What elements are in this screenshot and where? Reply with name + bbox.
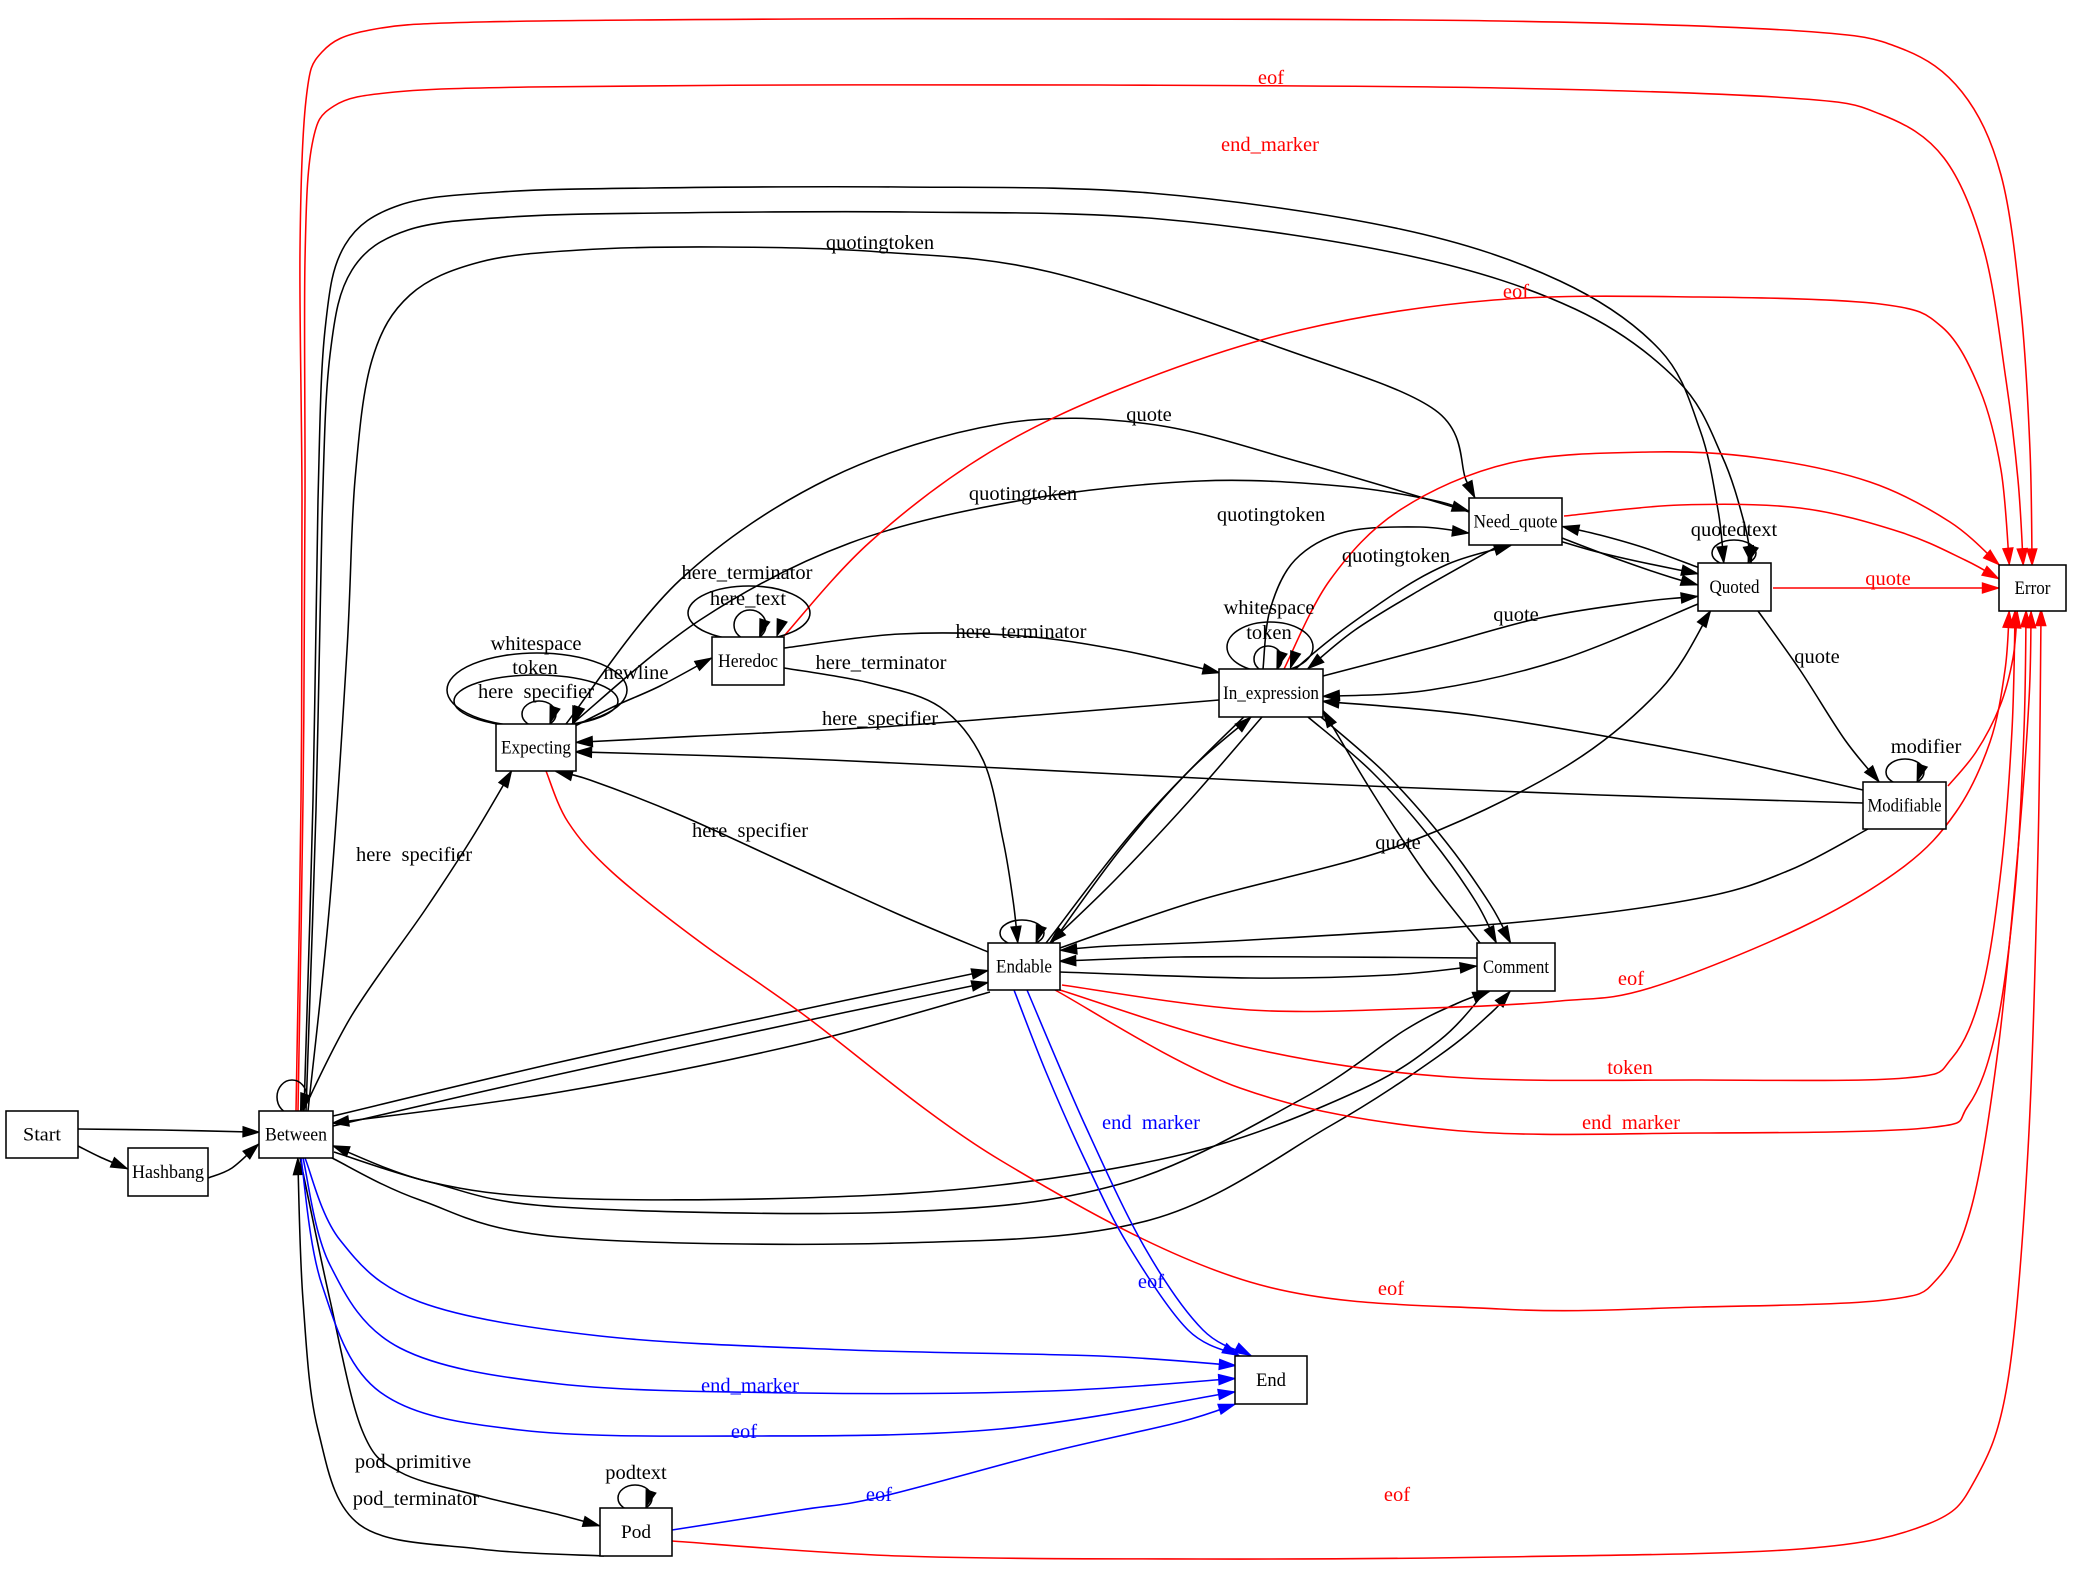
svg-text:here_specifier: here_specifier bbox=[822, 708, 938, 730]
svg-text:eof: eof bbox=[1384, 1484, 1410, 1506]
svg-text:podtext: podtext bbox=[605, 1462, 667, 1484]
svg-text:eof: eof bbox=[1378, 1278, 1404, 1300]
svg-text:token: token bbox=[512, 657, 558, 679]
svg-text:quote: quote bbox=[1493, 604, 1539, 626]
svg-text:here_terminator: here_terminator bbox=[682, 562, 813, 584]
svg-text:whitespace: whitespace bbox=[490, 633, 581, 655]
svg-text:quote: quote bbox=[1126, 404, 1172, 426]
svg-text:Heredoc: Heredoc bbox=[718, 651, 778, 672]
svg-text:quotingtoken: quotingtoken bbox=[969, 483, 1077, 505]
svg-text:here_text: here_text bbox=[710, 588, 787, 610]
svg-text:quote: quote bbox=[1865, 568, 1911, 590]
svg-text:eof: eof bbox=[1138, 1271, 1164, 1293]
svg-text:here specifier: here specifier bbox=[356, 844, 472, 866]
svg-text:modifier: modifier bbox=[1891, 736, 1962, 758]
svg-text:here terminator: here terminator bbox=[956, 621, 1087, 643]
svg-text:eof: eof bbox=[731, 1421, 757, 1443]
svg-text:quotingtoken: quotingtoken bbox=[826, 232, 934, 254]
svg-text:Expecting: Expecting bbox=[501, 738, 571, 759]
svg-text:Hashbang: Hashbang bbox=[132, 1162, 204, 1183]
svg-text:end_marker: end_marker bbox=[1221, 134, 1319, 156]
svg-text:Comment: Comment bbox=[1483, 957, 1550, 978]
svg-text:quotedtext: quotedtext bbox=[1691, 519, 1778, 541]
svg-text:eof: eof bbox=[866, 1484, 892, 1506]
svg-text:token: token bbox=[1246, 622, 1292, 644]
svg-text:here_terminator: here_terminator bbox=[816, 652, 947, 674]
svg-text:End: End bbox=[1256, 1370, 1287, 1391]
svg-text:quotingtoken: quotingtoken bbox=[1217, 504, 1325, 526]
svg-text:quotingtoken: quotingtoken bbox=[1342, 545, 1450, 567]
svg-text:quote: quote bbox=[1375, 832, 1421, 854]
svg-text:end_marker: end_marker bbox=[701, 1375, 799, 1397]
svg-text:eof: eof bbox=[1618, 968, 1644, 990]
svg-text:quote: quote bbox=[1794, 646, 1840, 668]
svg-text:end marker: end marker bbox=[1582, 1112, 1680, 1134]
svg-text:Pod: Pod bbox=[621, 1522, 652, 1543]
svg-text:eof: eof bbox=[1503, 281, 1529, 303]
svg-text:whitespace: whitespace bbox=[1223, 597, 1314, 619]
svg-text:newline: newline bbox=[604, 662, 669, 684]
svg-text:eof: eof bbox=[1258, 67, 1284, 89]
svg-text:Start: Start bbox=[23, 1125, 62, 1146]
svg-text:here specifier: here specifier bbox=[478, 681, 594, 703]
svg-text:Between: Between bbox=[265, 1125, 328, 1146]
svg-text:In_expression: In_expression bbox=[1223, 683, 1320, 704]
svg-text:Quoted: Quoted bbox=[1710, 577, 1761, 598]
svg-text:Endable: Endable bbox=[996, 957, 1052, 978]
svg-text:Error: Error bbox=[2015, 578, 2052, 599]
svg-text:Modifiable: Modifiable bbox=[1868, 796, 1942, 817]
svg-text:pod primitive: pod primitive bbox=[355, 1451, 471, 1473]
svg-text:Need_quote: Need_quote bbox=[1474, 512, 1558, 533]
svg-text:token: token bbox=[1607, 1057, 1653, 1079]
svg-text:pod_terminator: pod_terminator bbox=[353, 1488, 480, 1510]
svg-text:here specifier: here specifier bbox=[692, 820, 808, 842]
svg-text:end marker: end marker bbox=[1102, 1112, 1200, 1134]
